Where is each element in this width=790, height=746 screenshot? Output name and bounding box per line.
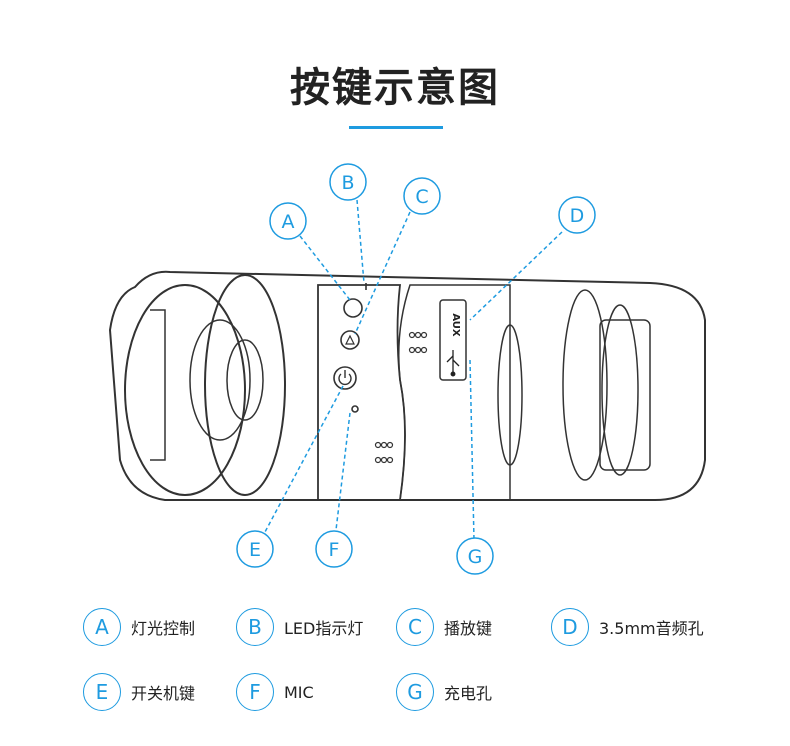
legend-item-g: G 充电孔 xyxy=(396,673,492,711)
callout-e: E xyxy=(236,530,274,568)
page-title: 按键示意图 xyxy=(290,65,500,111)
legend-letter: B xyxy=(236,608,274,646)
legend-letter: F xyxy=(236,673,274,711)
legend-letter: A xyxy=(83,608,121,646)
callout-g: G xyxy=(456,537,494,575)
play-button xyxy=(340,330,360,350)
control-buttons xyxy=(333,283,367,413)
legend-label: 播放键 xyxy=(444,619,493,638)
leader-lines xyxy=(264,199,563,541)
legend-item-d: D 3.5mm音频孔 xyxy=(551,608,704,646)
svg-text:G: G xyxy=(468,546,483,568)
svg-text:D: D xyxy=(570,205,585,227)
usb-icon xyxy=(446,350,460,377)
aux-port-label: AUX xyxy=(439,299,467,381)
power-button xyxy=(333,366,357,390)
legend-label: 开关机键 xyxy=(131,684,196,703)
decor-dots xyxy=(374,331,428,464)
callout-f: F xyxy=(315,530,353,568)
svg-text:A: A xyxy=(282,211,295,233)
legend-item-f: F MIC xyxy=(236,673,314,711)
legend-label: MIC xyxy=(284,682,314,702)
svg-text:F: F xyxy=(329,539,340,561)
legend-item-b: B LED指示灯 xyxy=(236,608,363,646)
legend-letter: E xyxy=(83,673,121,711)
legend-letter: D xyxy=(551,608,589,646)
svg-text:E: E xyxy=(249,539,261,561)
legend-letter: C xyxy=(396,608,434,646)
mic-hole xyxy=(351,405,359,413)
svg-text:C: C xyxy=(415,186,428,208)
legend-label: 充电孔 xyxy=(444,684,493,703)
legend-item-e: E 开关机键 xyxy=(83,673,195,711)
callout-d: D xyxy=(558,196,596,234)
legend-label: LED指示灯 xyxy=(284,619,364,638)
speaker-diagram: AUX A B C D E F G xyxy=(108,163,706,575)
callout-b: B xyxy=(329,163,367,201)
legend-item-c: C 播放键 xyxy=(396,608,492,646)
svg-text:B: B xyxy=(341,172,354,194)
speaker-body xyxy=(108,270,706,501)
callout-a: A xyxy=(269,202,307,240)
legend-label: 3.5mm音频孔 xyxy=(599,619,704,638)
legend-item-a: A 灯光控制 xyxy=(83,608,195,646)
callouts: A B C D E F G xyxy=(236,163,596,575)
aux-label: AUX xyxy=(450,313,461,337)
light-control-button xyxy=(343,298,363,318)
legend-letter: G xyxy=(396,673,434,711)
title-underline xyxy=(349,126,443,129)
callout-c: C xyxy=(403,177,441,215)
legend-label: 灯光控制 xyxy=(131,619,196,638)
